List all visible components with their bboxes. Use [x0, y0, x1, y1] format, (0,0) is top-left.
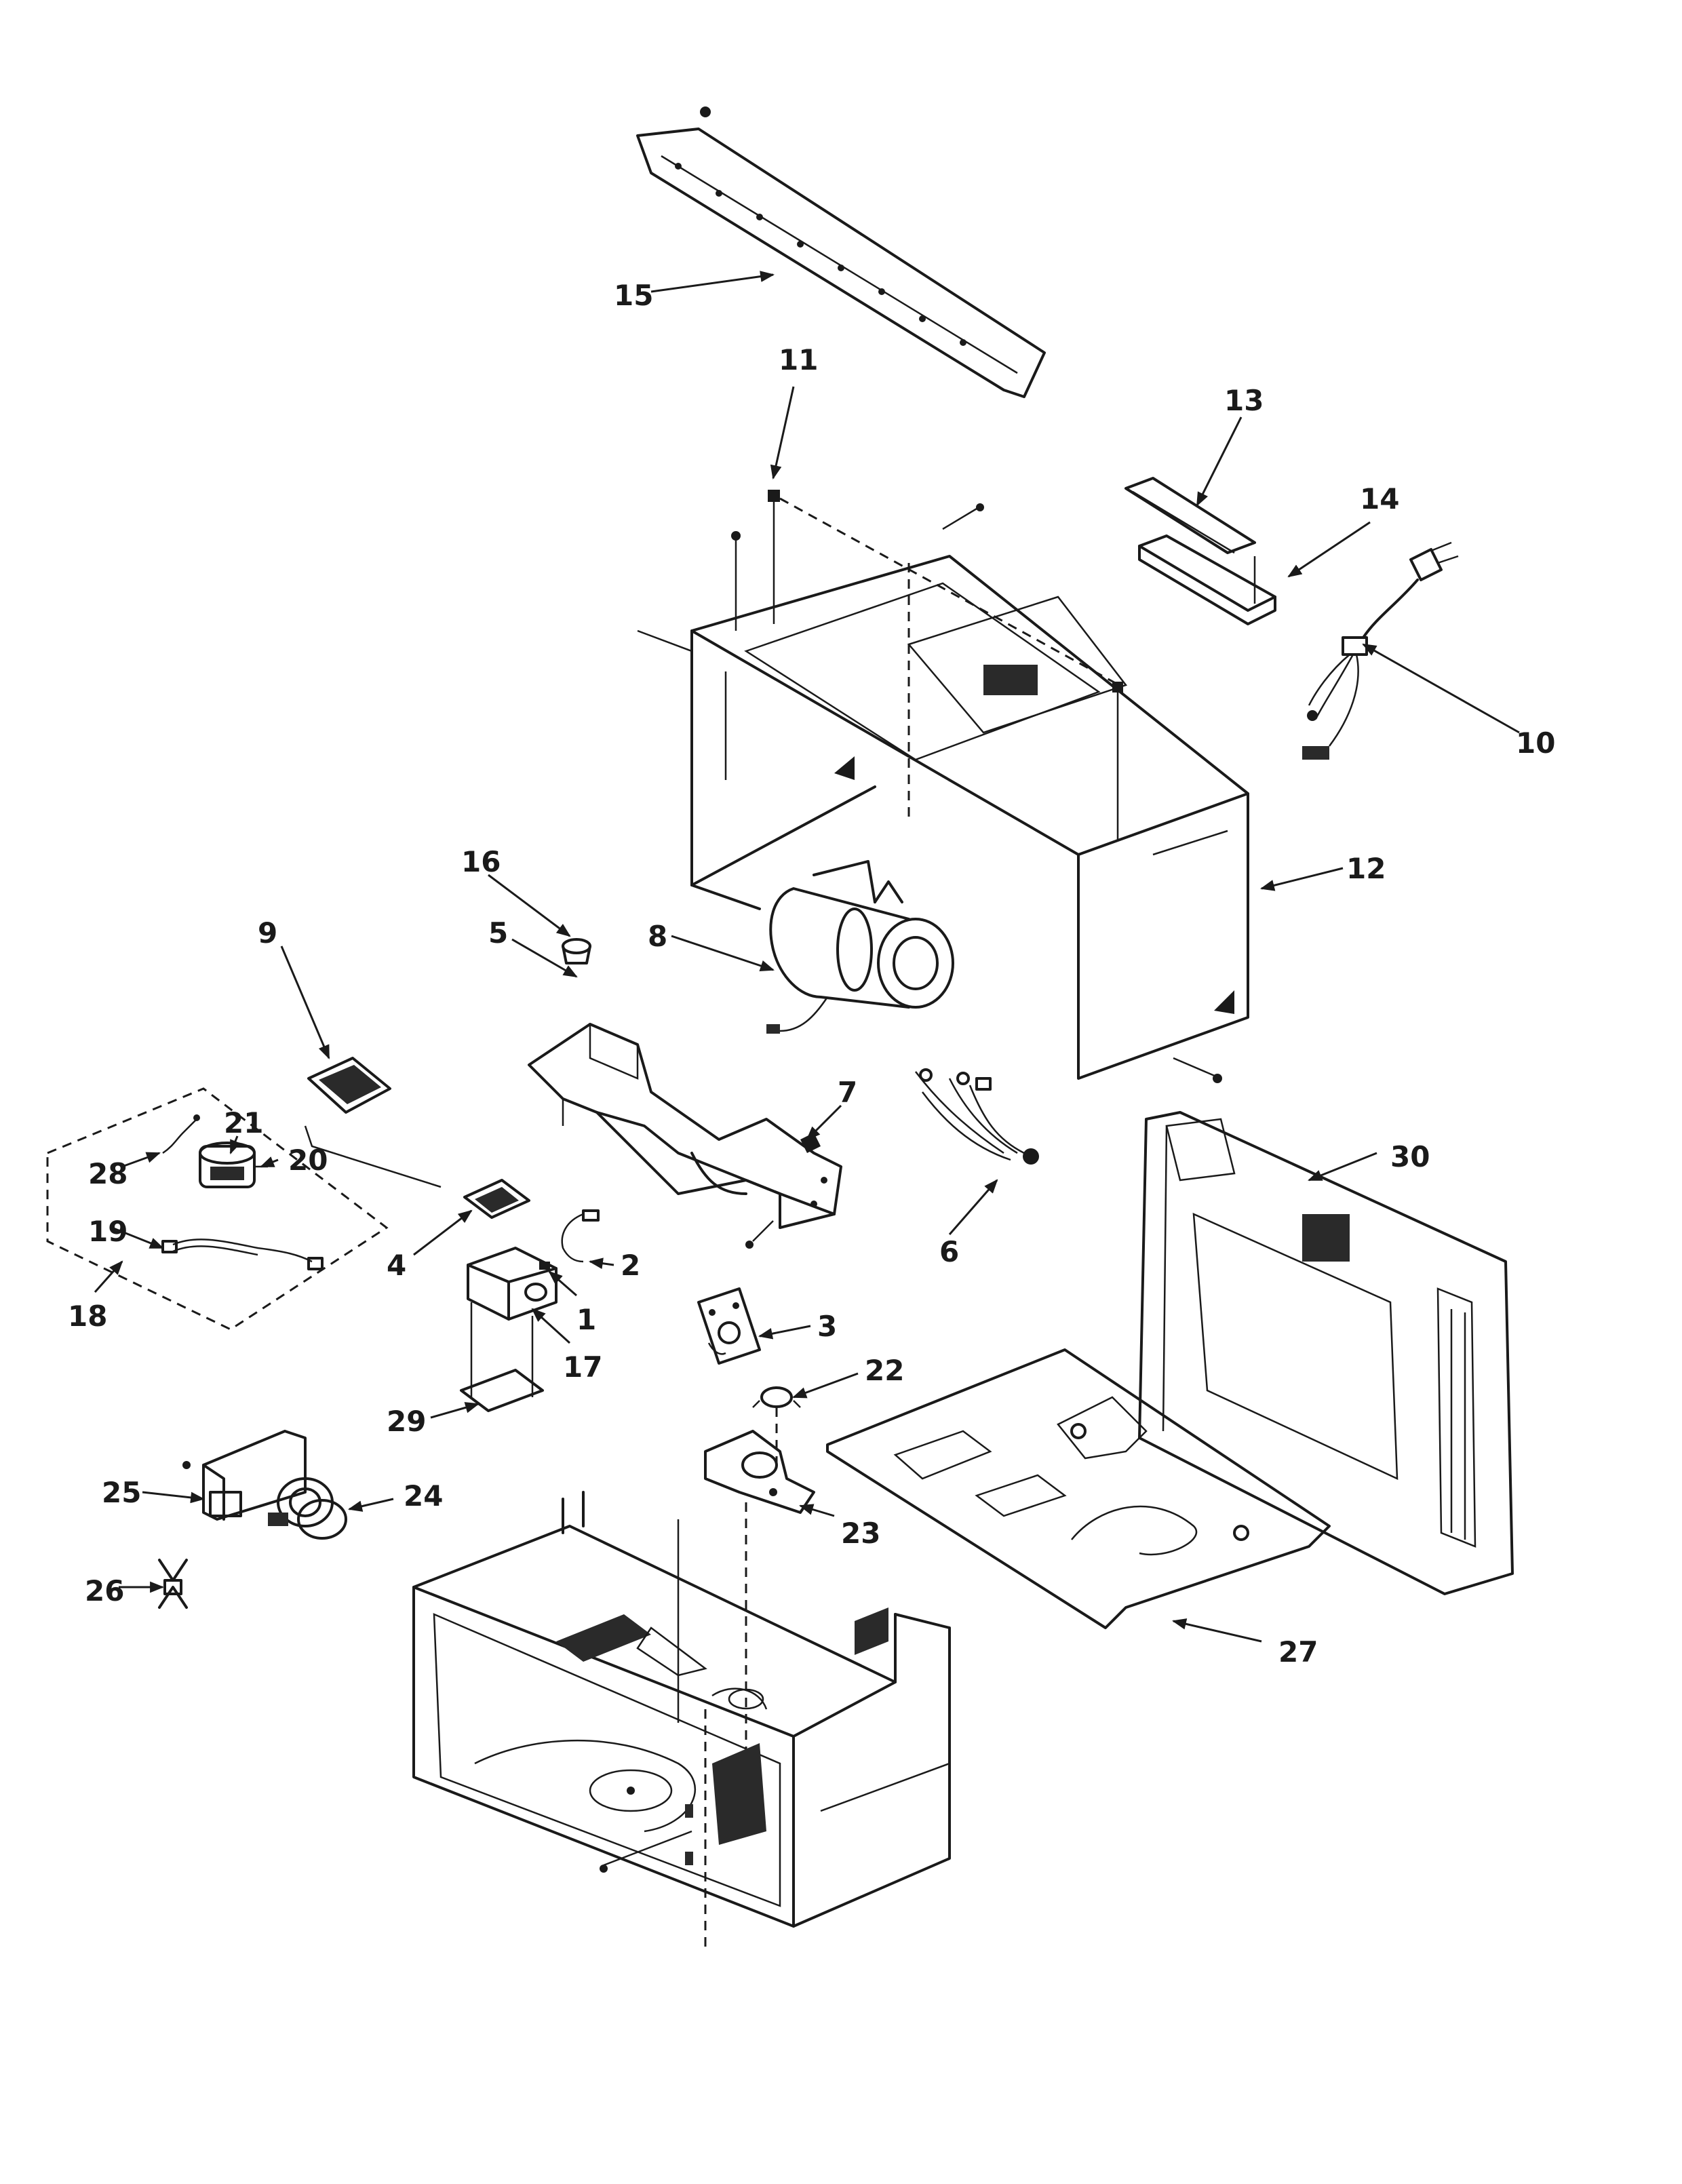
- part-grease-filter: [307, 1057, 391, 1114]
- callout-9: 9: [258, 916, 277, 950]
- part-screw-bracket: [731, 490, 1123, 841]
- callout-21: 21: [224, 1106, 263, 1139]
- part-wire-harness: [915, 1068, 1039, 1165]
- callout-28: 28: [88, 1157, 128, 1190]
- callout-18: 18: [68, 1300, 107, 1333]
- part-control-board: [697, 1287, 761, 1365]
- part-top-rail: [636, 106, 1046, 398]
- leader-lines: [94, 271, 1520, 1643]
- part-rear-panel: [1138, 1111, 1514, 1595]
- part-air-duct: [528, 1023, 842, 1249]
- part-motor-kit-group: [46, 1087, 442, 1331]
- part-blower-motor: [766, 860, 954, 1034]
- callout-6: 6: [939, 1235, 959, 1268]
- callout-7: 7: [838, 1076, 857, 1109]
- callout-29: 29: [387, 1405, 426, 1438]
- callout-12: 12: [1346, 852, 1386, 885]
- part-stirrer-cover: [704, 1430, 815, 1763]
- callout-26: 26: [85, 1574, 124, 1607]
- part-grommet: [562, 938, 591, 964]
- callout-19: 19: [88, 1215, 128, 1248]
- callout-13: 13: [1224, 384, 1264, 417]
- callout-27: 27: [1278, 1635, 1318, 1669]
- callout-23: 23: [841, 1517, 880, 1550]
- part-oven-cavity: [412, 1491, 951, 1947]
- callout-14: 14: [1360, 482, 1399, 515]
- callout-1: 1: [576, 1303, 596, 1336]
- part-outer-cabinet: [637, 555, 1249, 1083]
- callout-2: 2: [621, 1249, 640, 1282]
- callout-3: 3: [817, 1310, 837, 1343]
- callout-15: 15: [614, 279, 653, 312]
- part-turntable-motor: [268, 1477, 347, 1540]
- callout-17: 17: [563, 1350, 602, 1384]
- part-vent-damper: [1138, 534, 1276, 625]
- part-vent-cover: [1124, 477, 1256, 554]
- callout-11: 11: [779, 343, 818, 376]
- callout-24: 24: [404, 1479, 443, 1513]
- callout-labels: 1 2 3 4 5 6 7 8 9 10 11 12 13 14 15 16 1…: [68, 279, 1555, 1669]
- part-bracket: [182, 1430, 307, 1521]
- callout-30: 30: [1390, 1140, 1430, 1173]
- callout-10: 10: [1516, 726, 1555, 760]
- callout-22: 22: [865, 1354, 904, 1387]
- callout-20: 20: [288, 1144, 328, 1177]
- part-coupler: [158, 1559, 188, 1609]
- callout-16: 16: [461, 845, 501, 878]
- part-lamp-housing: [467, 1247, 558, 1397]
- part-thermostat: [752, 1386, 801, 1465]
- part-power-cord: [1302, 541, 1459, 760]
- callout-25: 25: [102, 1476, 141, 1509]
- callout-5: 5: [488, 916, 508, 950]
- part-bottom-plate: [826, 1348, 1331, 1629]
- part-lamp-wire: [561, 1209, 600, 1263]
- callout-8: 8: [648, 920, 667, 953]
- part-latch: [463, 1179, 530, 1219]
- callout-4: 4: [387, 1249, 406, 1282]
